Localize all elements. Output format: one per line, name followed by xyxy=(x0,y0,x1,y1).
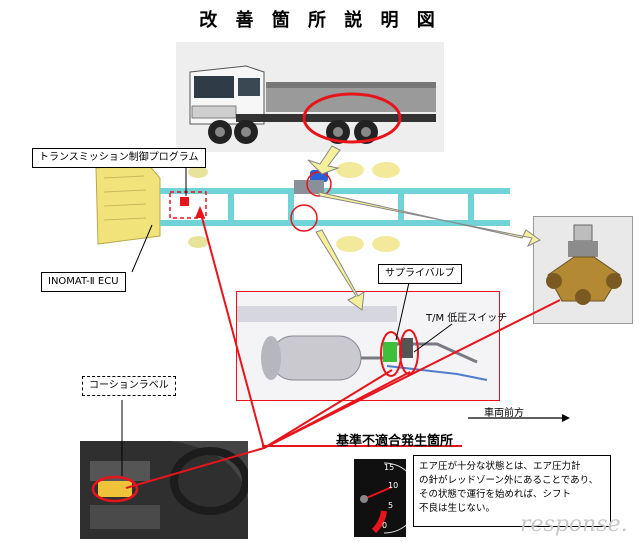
callout-arrow-truck xyxy=(307,145,341,175)
transmission-program-label: トランスミッション制御プログラム xyxy=(32,148,206,168)
gauge-tick-10: 10 xyxy=(388,481,399,490)
air-pressure-gauge: 15 10 5 0 xyxy=(354,459,420,537)
note-line-3: その状態で運行を始めれば、シフト xyxy=(419,489,572,500)
diagram-title: 改 善 箇 所 説 明 図 xyxy=(199,10,441,31)
caution-label-label: コーションラベル xyxy=(82,376,176,396)
air-pressure-note: エア圧が十分な状態とは、エア圧力計 の針がレッドゾーン外にあることであり、 その… xyxy=(413,455,611,527)
callout-arrow-valve xyxy=(317,191,541,248)
nonconformity-location-label: 基準不適合発生箇所 xyxy=(336,434,454,449)
callout-arrow-closeup xyxy=(315,229,365,311)
note-line-4: 不良は生じない。 xyxy=(419,503,496,514)
inomat-ecu-label: INOMAT-Ⅱ ECU xyxy=(41,272,126,292)
dashboard-photo xyxy=(80,441,250,539)
gauge-tick-15: 15 xyxy=(384,463,395,472)
note-line-1: エア圧が十分な状態とは、エア圧力計 xyxy=(419,461,581,472)
leader-lines xyxy=(125,209,561,489)
air-tank-closeup xyxy=(236,291,500,401)
response-watermark: response. xyxy=(520,512,628,537)
truck-photo xyxy=(176,42,444,152)
vehicle-front-label: 車両前方 xyxy=(484,408,524,419)
supply-valve-label: サプライバルブ xyxy=(378,264,462,284)
gauge-tick-0: 0 xyxy=(382,521,388,530)
note-line-2: の針がレッドゾーン外にあることであり、 xyxy=(419,475,599,486)
chassis-diagram xyxy=(88,158,518,258)
tm-low-pressure-switch-label: T/M 低圧スイッチ xyxy=(426,313,508,324)
gauge-tick-5: 5 xyxy=(388,501,394,510)
